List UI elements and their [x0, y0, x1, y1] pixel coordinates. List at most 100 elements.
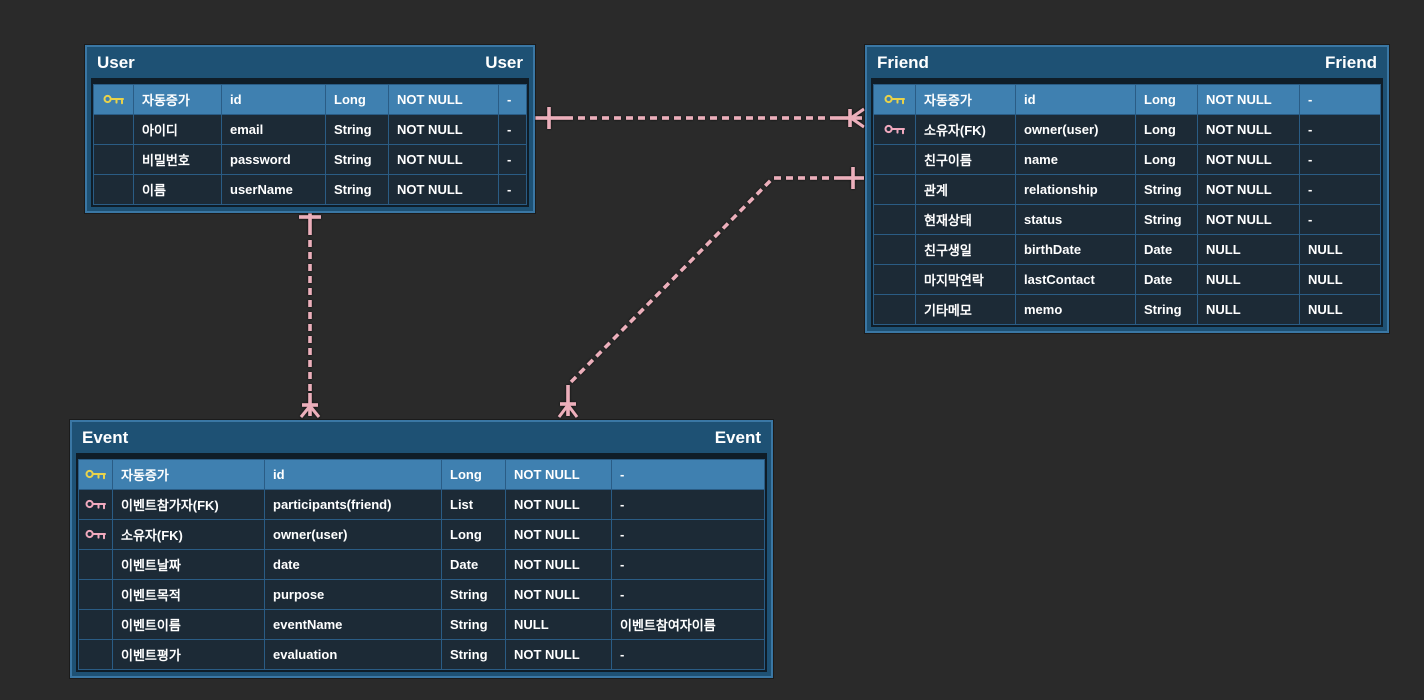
column-nullable: NOT NULL	[389, 175, 499, 204]
primary-key-icon	[103, 94, 124, 105]
column-logical-name: 기타메모	[916, 295, 1016, 324]
column-physical-name: birthDate	[1016, 235, 1136, 264]
column-data-type: Long	[1136, 145, 1198, 174]
column-nullable: NOT NULL	[1198, 205, 1300, 234]
relation-friend-event[interactable]	[557, 167, 864, 418]
table-row[interactable]: 친구이름 name Long NOT NULL -	[873, 145, 1381, 175]
column-key-cell	[874, 175, 916, 204]
column-logical-name: 이벤트목적	[113, 580, 265, 609]
column-data-type: List	[442, 490, 506, 519]
column-physical-name: eventName	[265, 610, 442, 639]
column-nullable: NOT NULL	[506, 640, 612, 669]
table-row[interactable]: 자동증가 id Long NOT NULL -	[93, 84, 527, 115]
table-row[interactable]: 이벤트평가 evaluation String NOT NULL -	[78, 640, 765, 670]
column-logical-name: 마지막연락	[916, 265, 1016, 294]
column-key-cell	[79, 610, 113, 639]
column-physical-name: relationship	[1016, 175, 1136, 204]
column-logical-name: 이벤트평가	[113, 640, 265, 669]
column-key-cell	[874, 85, 916, 114]
table-row[interactable]: 이벤트참가자(FK) participants(friend) List NOT…	[78, 490, 765, 520]
column-default: NULL	[1308, 302, 1343, 317]
column-nullable: NULL	[1198, 235, 1300, 264]
column-nullable: NOT NULL	[1198, 85, 1300, 114]
column-default: -	[620, 557, 625, 572]
crow-foot-icon	[299, 405, 321, 418]
column-default: -	[620, 587, 625, 602]
table-row[interactable]: 소유자(FK) owner(user) Long NOT NULL -	[873, 115, 1381, 145]
column-key-cell	[79, 640, 113, 669]
table-row[interactable]: 관계 relationship String NOT NULL -	[873, 175, 1381, 205]
column-default: NULL	[1308, 242, 1343, 257]
column-physical-name: id	[265, 460, 442, 489]
column-key-cell	[79, 460, 113, 489]
column-default: -	[620, 647, 625, 662]
table-row[interactable]: 기타메모 memo String NULL NULL	[873, 295, 1381, 325]
column-default: -	[507, 92, 512, 107]
column-data-type: String	[1136, 205, 1198, 234]
column-logical-name: 이벤트참가자(FK)	[113, 490, 265, 519]
column-key-cell	[79, 580, 113, 609]
column-logical-name: 소유자(FK)	[916, 115, 1016, 144]
column-data-type: String	[1136, 295, 1198, 324]
column-key-cell	[874, 295, 916, 324]
primary-key-icon	[884, 94, 905, 105]
column-nullable: NOT NULL	[389, 115, 499, 144]
column-key-cell	[874, 205, 916, 234]
entity-columns-list: 자동증가 id Long NOT NULL - 소유자(FK) owner(us…	[871, 78, 1383, 327]
column-key-cell	[874, 235, 916, 264]
column-physical-name: lastContact	[1016, 265, 1136, 294]
table-row[interactable]: 자동증가 id Long NOT NULL -	[78, 459, 765, 490]
entity-physical-name: Friend	[1325, 52, 1377, 72]
column-data-type: Long	[1136, 115, 1198, 144]
column-nullable: NOT NULL	[506, 460, 612, 489]
table-row[interactable]: 아이디 email String NOT NULL -	[93, 115, 527, 145]
entity-physical-name: User	[485, 52, 523, 72]
entity-columns-list: 자동증가 id Long NOT NULL - 이벤트참가자(FK) parti…	[76, 453, 767, 672]
column-physical-name: email	[222, 115, 326, 144]
entity-table-friend[interactable]: Friend Friend 자동증가 id Long NOT NULL -	[865, 45, 1389, 333]
entity-title-bar[interactable]: User User	[87, 47, 533, 78]
relation-user-friend[interactable]	[535, 107, 865, 129]
column-logical-name: 자동증가	[113, 460, 265, 489]
entity-columns-list: 자동증가 id Long NOT NULL - 아이디 email String…	[91, 78, 529, 207]
table-row[interactable]: 자동증가 id Long NOT NULL -	[873, 84, 1381, 115]
column-nullable: NULL	[506, 610, 612, 639]
column-nullable: NOT NULL	[389, 85, 499, 114]
table-row[interactable]: 이벤트목적 purpose String NOT NULL -	[78, 580, 765, 610]
entity-title-bar[interactable]: Event Event	[72, 422, 771, 453]
column-data-type: Long	[442, 520, 506, 549]
column-nullable: NOT NULL	[1198, 175, 1300, 204]
column-physical-name: memo	[1016, 295, 1136, 324]
column-key-cell	[874, 145, 916, 174]
column-key-cell	[94, 85, 134, 114]
column-default: 이벤트참여자이름	[620, 618, 716, 633]
column-nullable: NOT NULL	[1198, 115, 1300, 144]
column-logical-name: 이벤트이름	[113, 610, 265, 639]
table-row[interactable]: 이벤트날짜 date Date NOT NULL -	[78, 550, 765, 580]
column-logical-name: 이벤트날짜	[113, 550, 265, 579]
table-row[interactable]: 현재상태 status String NOT NULL -	[873, 205, 1381, 235]
column-default: -	[620, 527, 625, 542]
table-row[interactable]: 이벤트이름 eventName String NULL 이벤트참여자이름	[78, 610, 765, 640]
entity-table-user[interactable]: User User 자동증가 id Long NOT NULL - 아	[85, 45, 535, 213]
column-nullable: NOT NULL	[506, 550, 612, 579]
table-row[interactable]: 비밀번호 password String NOT NULL -	[93, 145, 527, 175]
column-default: -	[1308, 182, 1313, 197]
column-key-cell	[94, 145, 134, 174]
relation-user-event[interactable]	[299, 206, 321, 418]
column-data-type: String	[1136, 175, 1198, 204]
column-nullable: NOT NULL	[506, 580, 612, 609]
column-physical-name: id	[1016, 85, 1136, 114]
column-physical-name: id	[222, 85, 326, 114]
column-key-cell	[94, 175, 134, 204]
column-physical-name: userName	[222, 175, 326, 204]
column-data-type: Date	[1136, 235, 1198, 264]
table-row[interactable]: 소유자(FK) owner(user) Long NOT NULL -	[78, 520, 765, 550]
table-row[interactable]: 마지막연락 lastContact Date NULL NULL	[873, 265, 1381, 295]
entity-table-event[interactable]: Event Event 자동증가 id Long NOT NULL -	[70, 420, 773, 678]
column-physical-name: status	[1016, 205, 1136, 234]
table-row[interactable]: 이름 userName String NOT NULL -	[93, 175, 527, 205]
table-row[interactable]: 친구생일 birthDate Date NULL NULL	[873, 235, 1381, 265]
entity-title-bar[interactable]: Friend Friend	[867, 47, 1387, 78]
